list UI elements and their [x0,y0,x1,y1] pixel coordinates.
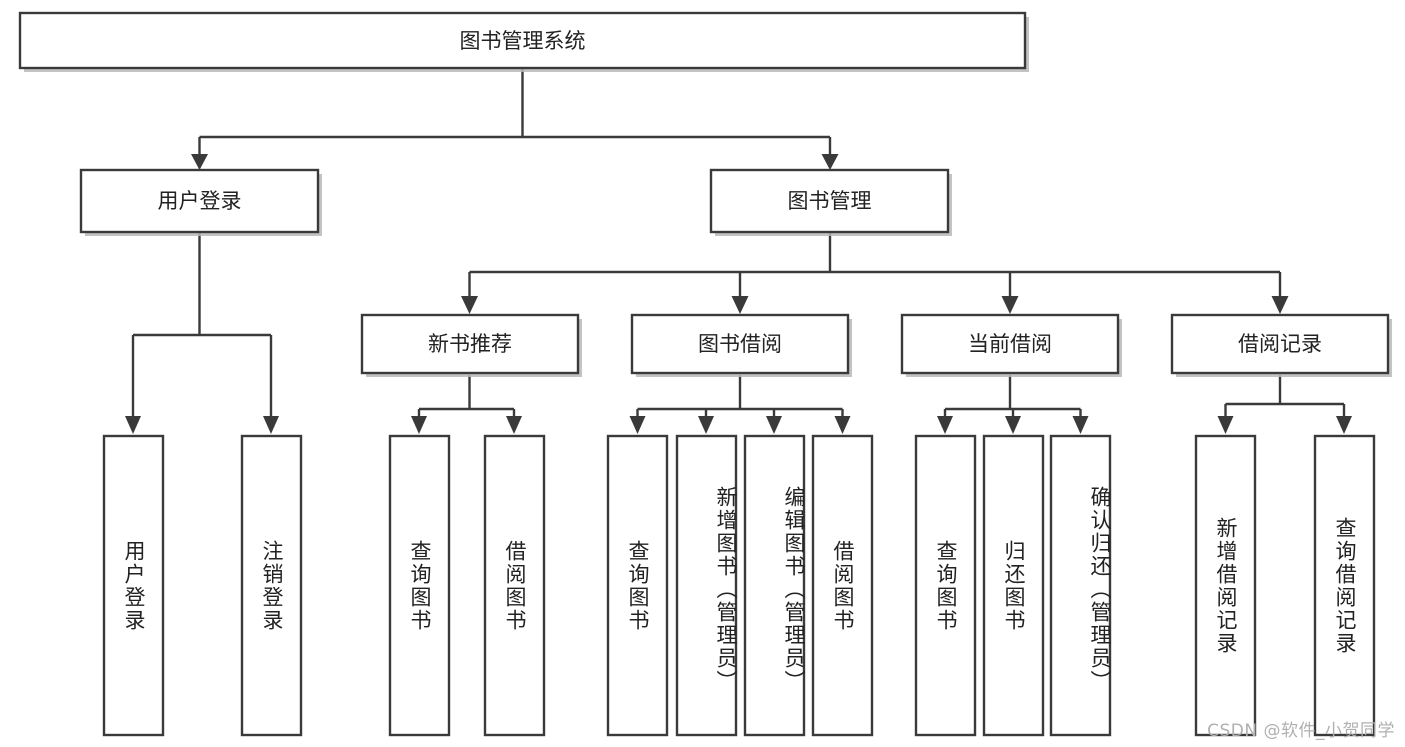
borrow-rect[interactable] [630,313,850,375]
arrowhead-leaf-2 [263,416,279,434]
node-record[interactable]: 借阅记录 [1170,313,1392,377]
arrowhead-login [191,154,208,170]
newbook-label: 新书推荐 [428,332,512,356]
arrowhead-record [1271,296,1289,314]
node-login[interactable]: 用户登录 [79,168,322,236]
arrowhead-current [1001,296,1019,314]
arrowhead-leaf-13 [1336,416,1352,434]
leaf-rect-3[interactable] [388,434,451,737]
arrowhead-leaf-3 [411,416,427,434]
leaf-rect-6[interactable] [675,434,738,737]
arrowhead-leaf-10 [1005,416,1021,434]
leaf-rect-7[interactable] [743,434,806,737]
leaf-rect-13[interactable] [1313,434,1376,737]
leaf-rect-2[interactable] [240,434,303,737]
node-root[interactable]: 图书管理系统 [18,11,1029,72]
login-label: 用户登录 [158,189,242,213]
node-current[interactable]: 当前借阅 [900,313,1122,377]
node-bookmgmt[interactable]: 图书管理 [709,168,952,236]
root-rect[interactable] [18,11,1027,70]
newbook-rect[interactable] [360,313,580,375]
arrowhead-leaf-12 [1217,416,1234,434]
arrowhead-leaf-6 [698,416,714,434]
leaf-rect-8[interactable] [811,434,874,737]
current-rect[interactable] [900,313,1120,375]
node-newbook[interactable]: 新书推荐 [360,313,582,377]
nodes-layer: 图书管理系统 用户登录 图书管理 新书推荐 [18,11,1392,737]
leaf-rect-9[interactable] [914,434,977,737]
arrowhead-leaf-9 [937,416,953,434]
arrowhead-leaf-8 [834,416,851,434]
bookmgmt-rect[interactable] [709,168,950,234]
arrowhead-bookmgmt [821,154,839,170]
edges-layer [125,68,1352,434]
arrowhead-leaf-5 [629,416,646,434]
root-label: 图书管理系统 [460,29,586,53]
arrowhead-leaf-1 [125,416,141,434]
leaf-rect-5[interactable] [606,434,669,737]
arrowhead-borrow [731,296,749,314]
arrowhead-newbook [461,296,478,314]
watermark-text: CSDN @软件_小贺同学 [1207,721,1395,741]
leaf-rect-11[interactable] [1049,434,1112,737]
leaf-nodes [102,434,1376,737]
record-rect[interactable] [1170,313,1390,375]
leaf-rect-4[interactable] [483,434,546,737]
leaf-rect-1[interactable] [102,434,165,737]
current-label: 当前借阅 [968,332,1052,356]
arrowhead-leaf-4 [506,416,522,434]
bookmgmt-label: 图书管理 [788,189,872,213]
node-borrow[interactable]: 图书借阅 [630,313,852,377]
login-rect[interactable] [79,168,320,234]
arrowhead-leaf-7 [766,416,782,434]
borrow-label: 图书借阅 [698,332,782,356]
arrowhead-leaf-11 [1072,416,1089,434]
record-label: 借阅记录 [1238,332,1322,356]
leaf-rect-12[interactable] [1194,434,1257,737]
leaf-rect-10[interactable] [982,434,1045,737]
